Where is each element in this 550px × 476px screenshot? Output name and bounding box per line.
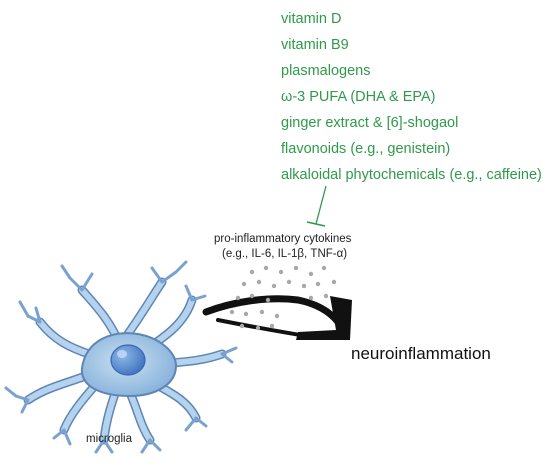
cytokine-examples: (e.g., IL-6, IL-1β, TNF-α) bbox=[222, 248, 348, 260]
cytokine-dot bbox=[308, 295, 314, 301]
cytokine-dot bbox=[255, 325, 261, 331]
microglia-cell bbox=[4, 260, 238, 454]
cytokine-dot bbox=[241, 281, 247, 287]
cytokine-dot bbox=[269, 323, 275, 329]
nutrient-item: alkaloidal phytochemicals (e.g., caffein… bbox=[281, 167, 542, 183]
microglia-label: microglia bbox=[86, 433, 133, 445]
cytokine-dot bbox=[331, 279, 337, 285]
cytokine-dot bbox=[278, 269, 284, 275]
cytokine-dot bbox=[249, 269, 255, 275]
cytokine-dot bbox=[293, 265, 299, 271]
cytokine-particles bbox=[229, 265, 337, 331]
inhibition-line bbox=[306, 185, 327, 227]
cytokine-dot bbox=[308, 271, 314, 277]
cytokine-dot bbox=[323, 293, 329, 299]
cytokine-dot bbox=[301, 283, 307, 289]
nutrient-item: vitamin D bbox=[281, 11, 342, 27]
nutrient-item: ginger extract & [6]-shogaol bbox=[281, 115, 459, 131]
cytokine-label: pro-inflammatory cytokines bbox=[214, 233, 352, 245]
nutrient-item: flavonoids (e.g., genistein) bbox=[281, 141, 451, 157]
nutrient-item: plasmalogens bbox=[281, 63, 371, 79]
cytokine-dot bbox=[249, 293, 255, 299]
cytokine-dot bbox=[256, 279, 262, 285]
neuroinflammation-label: neuroinflammation bbox=[351, 344, 491, 363]
cytokine-dot bbox=[286, 279, 292, 285]
cytokine-dot bbox=[239, 323, 245, 329]
cytokine-dot bbox=[265, 297, 271, 303]
arrow-head bbox=[296, 296, 352, 340]
cytokine-dot bbox=[271, 283, 277, 289]
nutrient-list: vitamin D vitamin B9 plasmalogens ω-3 PU… bbox=[281, 6, 542, 188]
cytokine-dot bbox=[315, 281, 321, 287]
nutrient-item: ω-3 PUFA (DHA & EPA) bbox=[281, 89, 436, 105]
cytokine-dot bbox=[263, 265, 269, 271]
cytokine-dot bbox=[259, 309, 265, 315]
cytokine-dot bbox=[274, 313, 280, 319]
cytokine-dot bbox=[243, 311, 249, 317]
cytokine-dot bbox=[235, 295, 241, 301]
nutrient-item: vitamin B9 bbox=[281, 37, 349, 53]
release-arrow bbox=[202, 295, 352, 340]
microglia-nucleus bbox=[110, 344, 146, 376]
cytokine-dot bbox=[321, 265, 327, 271]
cytokine-dot bbox=[229, 309, 235, 315]
